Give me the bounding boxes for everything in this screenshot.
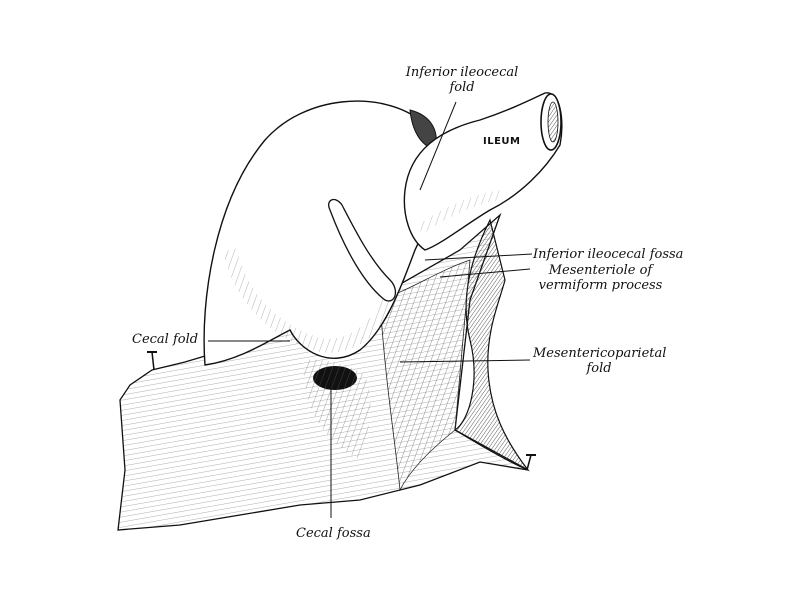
label-line: Mesentericoparietal [533, 346, 667, 361]
label-cecal-fossa: Cecal fossa [296, 526, 371, 541]
label-cecal-fold: Cecal fold [132, 332, 199, 347]
leader-mesenteriole [439, 268, 531, 278]
label-line: Inferior ileocecal [405, 65, 519, 80]
label-inferior-ileocecal-fossa: Inferior ileocecal fossa [533, 247, 684, 262]
vermiform-process-shape [328, 198, 397, 302]
leader-mesentericoparietal-fold [399, 359, 531, 363]
label-line: fold [586, 361, 612, 376]
ileum-shape [403, 92, 563, 251]
label-line: vermiform process [538, 278, 663, 293]
label-mesentericoparietal-fold: Mesentericoparietal fold [533, 346, 667, 376]
label-line: Mesenteriole of [548, 263, 653, 278]
leader-lines [208, 101, 533, 518]
cecum-shape [203, 100, 438, 366]
pin-left [147, 351, 157, 371]
label-ileum: ILEUM [483, 136, 521, 147]
label-mesenteriole: Mesenteriole of vermiform process [533, 263, 668, 293]
pin-right [526, 454, 536, 471]
label-line: fold [449, 80, 475, 95]
label-inferior-ileocecal-fold: Inferior ileocecal fold [398, 65, 526, 95]
leader-inferior-ileocecal-fold [419, 101, 457, 191]
cecal-fossa-shape [304, 359, 371, 460]
mesentericoparietal-fold-shape [379, 218, 530, 492]
leader-inferior-ileocecal-fossa [424, 253, 533, 261]
